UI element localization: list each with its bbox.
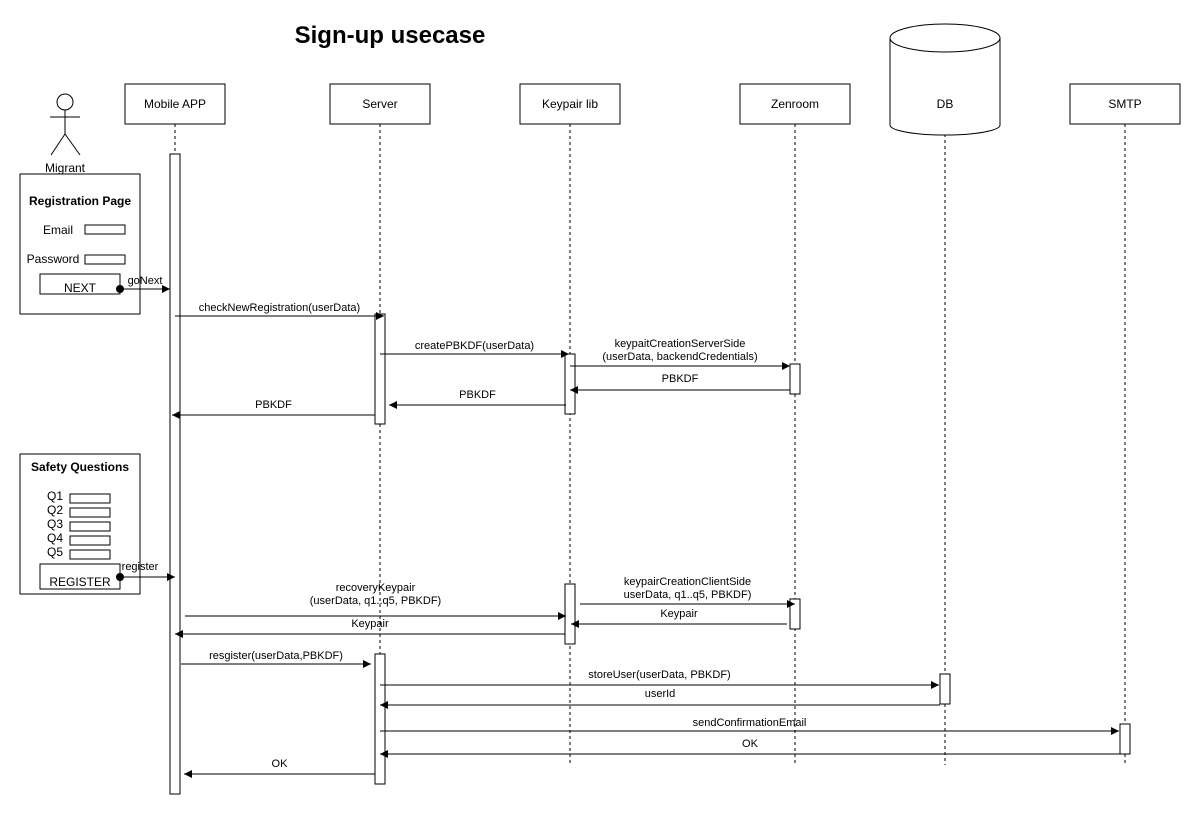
message-label: storeUser(userData, PBKDF) xyxy=(588,669,730,681)
message-label: OK xyxy=(272,758,289,770)
message-zenroom-to-keypair: Keypair xyxy=(571,608,787,628)
message-server-to-smtp: sendConfirmationEmail xyxy=(380,717,1119,735)
email-field[interactable] xyxy=(84,224,126,235)
question-label: Q5 xyxy=(47,545,63,559)
question-label: Q4 xyxy=(47,531,63,545)
message-keypair-to-zenroom: keypaitCreationServerSide(userData, back… xyxy=(570,338,790,370)
message-zenroom-to-keypair: PBKDF xyxy=(570,373,790,394)
message-label: PBKDF xyxy=(459,389,496,401)
registration-page-frame: Registration Page Email Password NEXT xyxy=(19,173,141,315)
question-field[interactable] xyxy=(69,535,111,546)
question-label: Q2 xyxy=(47,503,63,517)
message-label: PBKDF xyxy=(255,399,292,411)
participant-zenroom: Zenroom xyxy=(739,83,851,125)
message-server-to-db: storeUser(userData, PBKDF) xyxy=(380,669,939,689)
message-server-to-app: OK xyxy=(184,758,375,778)
go-next-label: goNext xyxy=(128,275,163,287)
activation-mobile-app xyxy=(169,153,181,795)
message-label: resgister(userData,PBKDF) xyxy=(209,650,343,662)
participant-label: Mobile APP xyxy=(144,97,206,111)
question-field[interactable] xyxy=(69,521,111,532)
activation-zenroom xyxy=(789,363,801,395)
message-keypair-to-app: Keypair xyxy=(175,618,565,638)
question-label: Q3 xyxy=(47,517,63,531)
activation-db xyxy=(939,673,951,705)
message-smtp-to-server: OK xyxy=(380,738,1120,758)
message-server-to-keypair: createPBKDF(userData) xyxy=(380,340,569,358)
message-label: checkNewRegistration(userData) xyxy=(199,302,360,314)
activation-keypair-lib xyxy=(564,353,576,415)
question-field[interactable] xyxy=(69,549,111,560)
email-label: Email xyxy=(43,223,73,237)
register-connector: register xyxy=(116,561,175,581)
participant-server: Server xyxy=(329,83,431,125)
message-app-to-server: resgister(userData,PBKDF) xyxy=(181,650,371,668)
message-label: Keypair xyxy=(351,618,389,630)
message-label: PBKDF xyxy=(662,373,699,385)
message-label: keypaitCreationServerSide xyxy=(615,338,746,350)
question-field[interactable] xyxy=(69,507,111,518)
participant-db: DB xyxy=(889,23,1001,136)
activation-zenroom xyxy=(789,598,801,630)
message-label: userData, q1..q5, PBKDF) xyxy=(624,589,752,601)
message-label: (userData, backendCredentials) xyxy=(602,351,757,363)
next-button[interactable]: NEXT xyxy=(39,273,121,295)
go-next-connector: goNext xyxy=(116,275,170,293)
message-label: keypairCreationClientSide xyxy=(624,576,751,588)
message-app-to-server: checkNewRegistration(userData) xyxy=(175,302,384,320)
message-label: Keypair xyxy=(660,608,698,620)
message-label: (userData, q1..q5, PBKDF) xyxy=(310,595,441,607)
message-label: OK xyxy=(742,738,759,750)
message-server-to-app: PBKDF xyxy=(172,399,375,419)
activation-smtp xyxy=(1119,723,1131,755)
password-field[interactable] xyxy=(84,254,126,265)
message-db-to-server: userId xyxy=(380,688,940,709)
message-label: createPBKDF(userData) xyxy=(415,340,534,352)
participant-label: DB xyxy=(937,97,954,111)
message-label: userId xyxy=(645,688,676,700)
participant-smtp: SMTP xyxy=(1069,83,1181,125)
participant-mobile-app: Mobile APP xyxy=(124,83,226,125)
participant-label: SMTP xyxy=(1108,97,1141,111)
activation-server xyxy=(374,653,386,785)
message-label: sendConfirmationEmail xyxy=(693,717,807,729)
message-app-to-keypair: recoveryKeypair(userData, q1..q5, PBKDF) xyxy=(185,582,566,620)
next-button-label: NEXT xyxy=(64,281,97,295)
participant-keypair-lib: Keypair lib xyxy=(519,83,621,125)
question-label: Q1 xyxy=(47,489,63,503)
actor-icon xyxy=(50,93,81,156)
participant-label: Keypair lib xyxy=(542,97,598,111)
question-field[interactable] xyxy=(69,493,111,504)
password-label: Password xyxy=(27,252,80,266)
participant-label: Zenroom xyxy=(771,97,819,111)
safety-questions-title: Safety Questions xyxy=(31,460,129,474)
activation-keypair-lib xyxy=(564,583,576,645)
registration-page-title: Registration Page xyxy=(29,194,131,208)
register-button[interactable]: REGISTER xyxy=(39,563,121,590)
register-button-label: REGISTER xyxy=(49,575,111,589)
diagram-title: Sign-up usecase xyxy=(295,22,486,49)
message-keypair-to-server: PBKDF xyxy=(389,389,566,409)
participant-label: Server xyxy=(362,97,397,111)
activation-server xyxy=(374,313,386,425)
actor-label: Migrant xyxy=(45,161,86,175)
register-label: register xyxy=(122,561,159,573)
message-label: recoveryKeypair xyxy=(336,582,416,594)
